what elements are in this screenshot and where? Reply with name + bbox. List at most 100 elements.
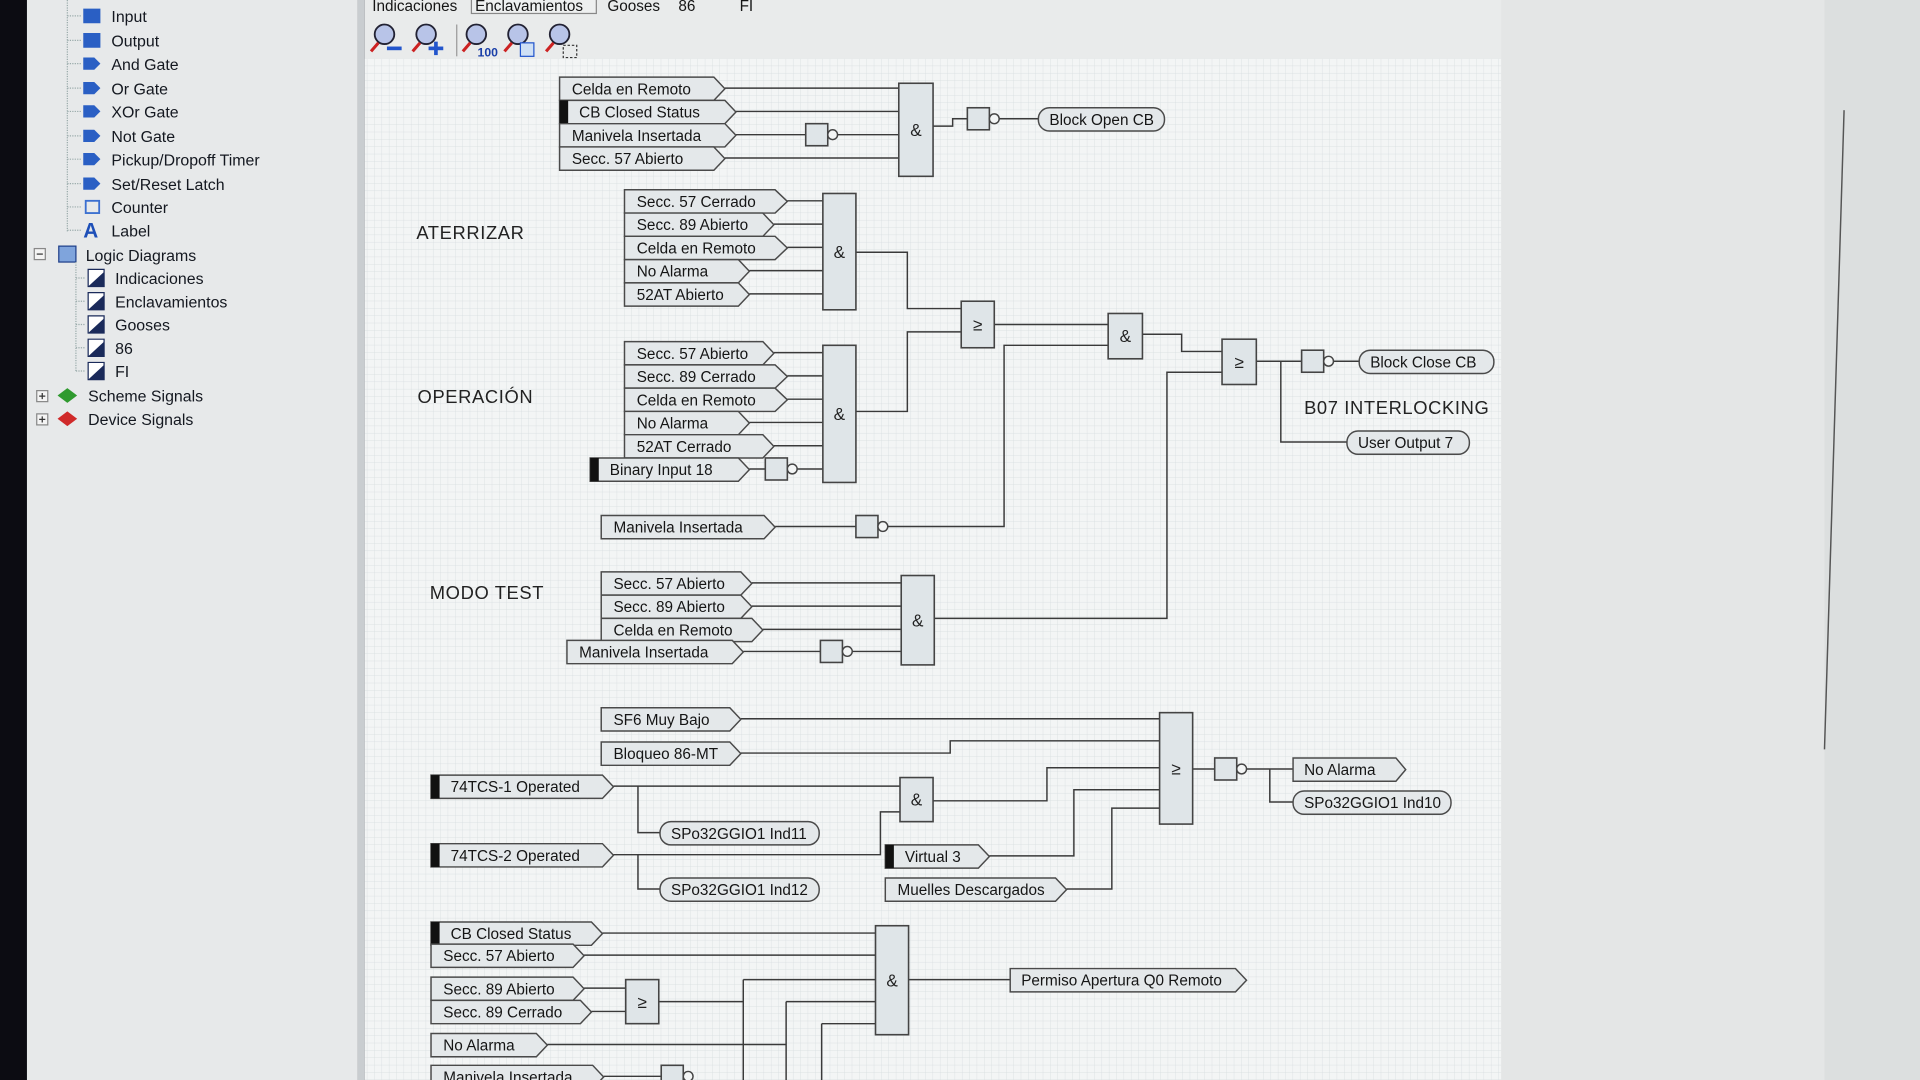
tab-3[interactable]: 86 — [678, 0, 695, 15]
tree-item-scheme-signals[interactable]: Scheme Signals — [36, 388, 203, 406]
input-signal[interactable]: Celda en Remoto — [623, 387, 789, 413]
input-signal[interactable]: Secc. 89 Cerrado — [623, 364, 789, 389]
input-signal[interactable]: No Alarma — [623, 410, 751, 436]
tree-item-logic-diagrams[interactable]: Logic Diagrams — [33, 245, 196, 265]
output-signal-shape — [1358, 349, 1495, 375]
tree-item-tool[interactable]: Not Gate — [83, 129, 175, 146]
input-signal[interactable]: SF6 Muy Bajo — [600, 707, 742, 732]
and-gate[interactable]: & — [900, 574, 936, 666]
input-signal[interactable]: Secc. 89 Abierto — [600, 594, 753, 620]
input-signal[interactable]: 52AT Abierto — [623, 282, 751, 307]
and-gate[interactable]: & — [1107, 312, 1144, 360]
vertical-scrollbar[interactable] — [1823, 110, 1845, 750]
input-signal[interactable]: Secc. 57 Abierto — [623, 340, 775, 366]
input-signal-shape — [884, 877, 1068, 902]
tab-0[interactable]: Indicaciones — [372, 0, 457, 15]
input-signal-label: Manivela Insertada — [579, 645, 709, 662]
input-signal[interactable]: Secc. 89 Cerrado — [430, 999, 593, 1025]
output-signal[interactable]: SPo32GGIO1 Ind10 — [1292, 790, 1452, 816]
or-gate[interactable]: ≥ — [624, 978, 660, 1025]
input-signal[interactable]: Celda en Remoto — [558, 76, 726, 102]
and-gate[interactable]: & — [874, 924, 910, 1036]
or-gate[interactable]: ≥ — [1158, 711, 1194, 825]
input-signal[interactable]: Secc. 57 Abierto — [600, 571, 753, 596]
input-signal[interactable]: CB Closed Status — [558, 99, 737, 125]
tree-item-diagram[interactable]: Indicaciones — [87, 268, 204, 288]
tree-item-device-signals[interactable]: Device Signals — [36, 411, 194, 429]
toolbar-button-2[interactable]: 100 — [461, 23, 498, 59]
input-signal[interactable]: Manivela Insertada — [566, 639, 745, 665]
and-gate[interactable]: & — [899, 776, 934, 823]
output-signal[interactable]: Block Close CB — [1358, 349, 1495, 375]
tree-item-tool[interactable]: Input — [83, 8, 147, 26]
input-signal[interactable]: CB Closed Status — [430, 921, 604, 947]
tree-lines — [66, 0, 81, 233]
toolbar-button-3[interactable] — [503, 23, 535, 57]
input-signal[interactable]: Secc. 89 Abierto — [623, 212, 775, 238]
tree-item-tool[interactable]: Or Gate — [83, 81, 168, 98]
input-signal[interactable]: Muelles Descargados — [884, 877, 1068, 902]
output-signal[interactable]: Block Open CB — [1037, 107, 1166, 132]
input-signal[interactable]: 52AT Cerrado — [623, 433, 775, 459]
input-signal[interactable]: No Alarma — [623, 258, 751, 284]
input-signal[interactable]: Manivela Insertada — [558, 122, 737, 148]
input-signal[interactable]: Manivela Insertada — [430, 1064, 605, 1080]
input-signal[interactable]: Secc. 57 Abierto — [558, 146, 726, 171]
forced-marker — [885, 844, 894, 869]
not-gate[interactable] — [660, 1064, 694, 1080]
not-gate[interactable] — [764, 457, 798, 481]
input-signal[interactable]: Binary Input 18 — [589, 457, 751, 482]
tree-item-diagram[interactable]: FI — [87, 361, 129, 381]
diagram-canvas[interactable] — [364, 58, 1502, 1080]
input-signal[interactable]: Secc. 57 Cerrado — [623, 189, 789, 214]
tree-item-tool[interactable]: Counter — [84, 199, 169, 217]
not-gate[interactable] — [819, 639, 853, 664]
input-signal[interactable]: Virtual 3 — [884, 844, 991, 869]
input-signal[interactable]: 74TCS-1 Operated — [430, 774, 615, 800]
and-gate-icon — [83, 57, 101, 70]
input-signal[interactable]: Bloqueo 86-MT — [600, 741, 742, 767]
not-gate[interactable] — [804, 122, 839, 147]
input-signal[interactable]: No Alarma — [430, 1032, 549, 1058]
not-gate[interactable] — [966, 106, 1000, 131]
tree-item-tool[interactable]: Set/Reset Latch — [83, 177, 225, 194]
and-gate[interactable]: & — [822, 192, 857, 311]
output-signal[interactable]: SPo32GGIO1 Ind11 — [659, 820, 820, 846]
gate-body — [1158, 711, 1194, 825]
output-signal[interactable]: No Alarma — [1292, 757, 1407, 782]
input-signal[interactable]: Manivela Insertada — [600, 514, 777, 540]
not-gate[interactable] — [855, 514, 889, 539]
tree-item-tool[interactable]: XOr Gate — [83, 105, 179, 122]
input-signal[interactable]: Celda en Remoto — [600, 617, 764, 643]
tree-item-tool[interactable]: Pickup/Dropoff Timer — [83, 152, 260, 169]
tab-4[interactable]: FI — [740, 0, 754, 15]
and-gate[interactable]: & — [897, 82, 934, 178]
input-signal[interactable]: Celda en Remoto — [623, 235, 789, 261]
output-signal[interactable]: SPo32GGIO1 Ind12 — [659, 877, 820, 902]
output-signal[interactable]: Permiso Apertura Q0 Remoto — [1009, 967, 1248, 993]
tree-item-diagram[interactable]: 86 — [87, 338, 133, 358]
toolbar-button-0[interactable] — [369, 23, 402, 53]
not-gate[interactable] — [1213, 757, 1248, 781]
tree-item-tool[interactable]: Output — [83, 33, 160, 51]
input-signal[interactable]: Secc. 57 Abierto — [430, 943, 586, 969]
tree-item-diagram[interactable]: Enclavamientos — [87, 292, 227, 312]
tree-item-diagram[interactable]: Gooses — [87, 315, 170, 335]
panel-splitter[interactable] — [357, 0, 365, 1080]
not-gate[interactable] — [1300, 349, 1335, 374]
or-gate[interactable]: ≥ — [1221, 338, 1258, 386]
gate-body — [1107, 312, 1144, 360]
lens — [548, 23, 571, 45]
output-signal[interactable]: User Output 7 — [1346, 430, 1471, 456]
or-gate[interactable]: ≥ — [960, 300, 996, 349]
wire — [933, 767, 1160, 802]
toolbar-button-4[interactable] — [544, 23, 578, 59]
input-signal[interactable]: Secc. 89 Abierto — [430, 976, 586, 1002]
tab-2[interactable]: Gooses — [607, 0, 660, 15]
tab-1[interactable]: Enclavamientos — [470, 0, 597, 15]
input-signal[interactable]: 74TCS-2 Operated — [430, 842, 615, 868]
toolbar-button-1[interactable] — [411, 23, 444, 56]
tree-item-tool[interactable]: And Gate — [83, 57, 179, 74]
and-gate[interactable]: & — [822, 344, 857, 484]
